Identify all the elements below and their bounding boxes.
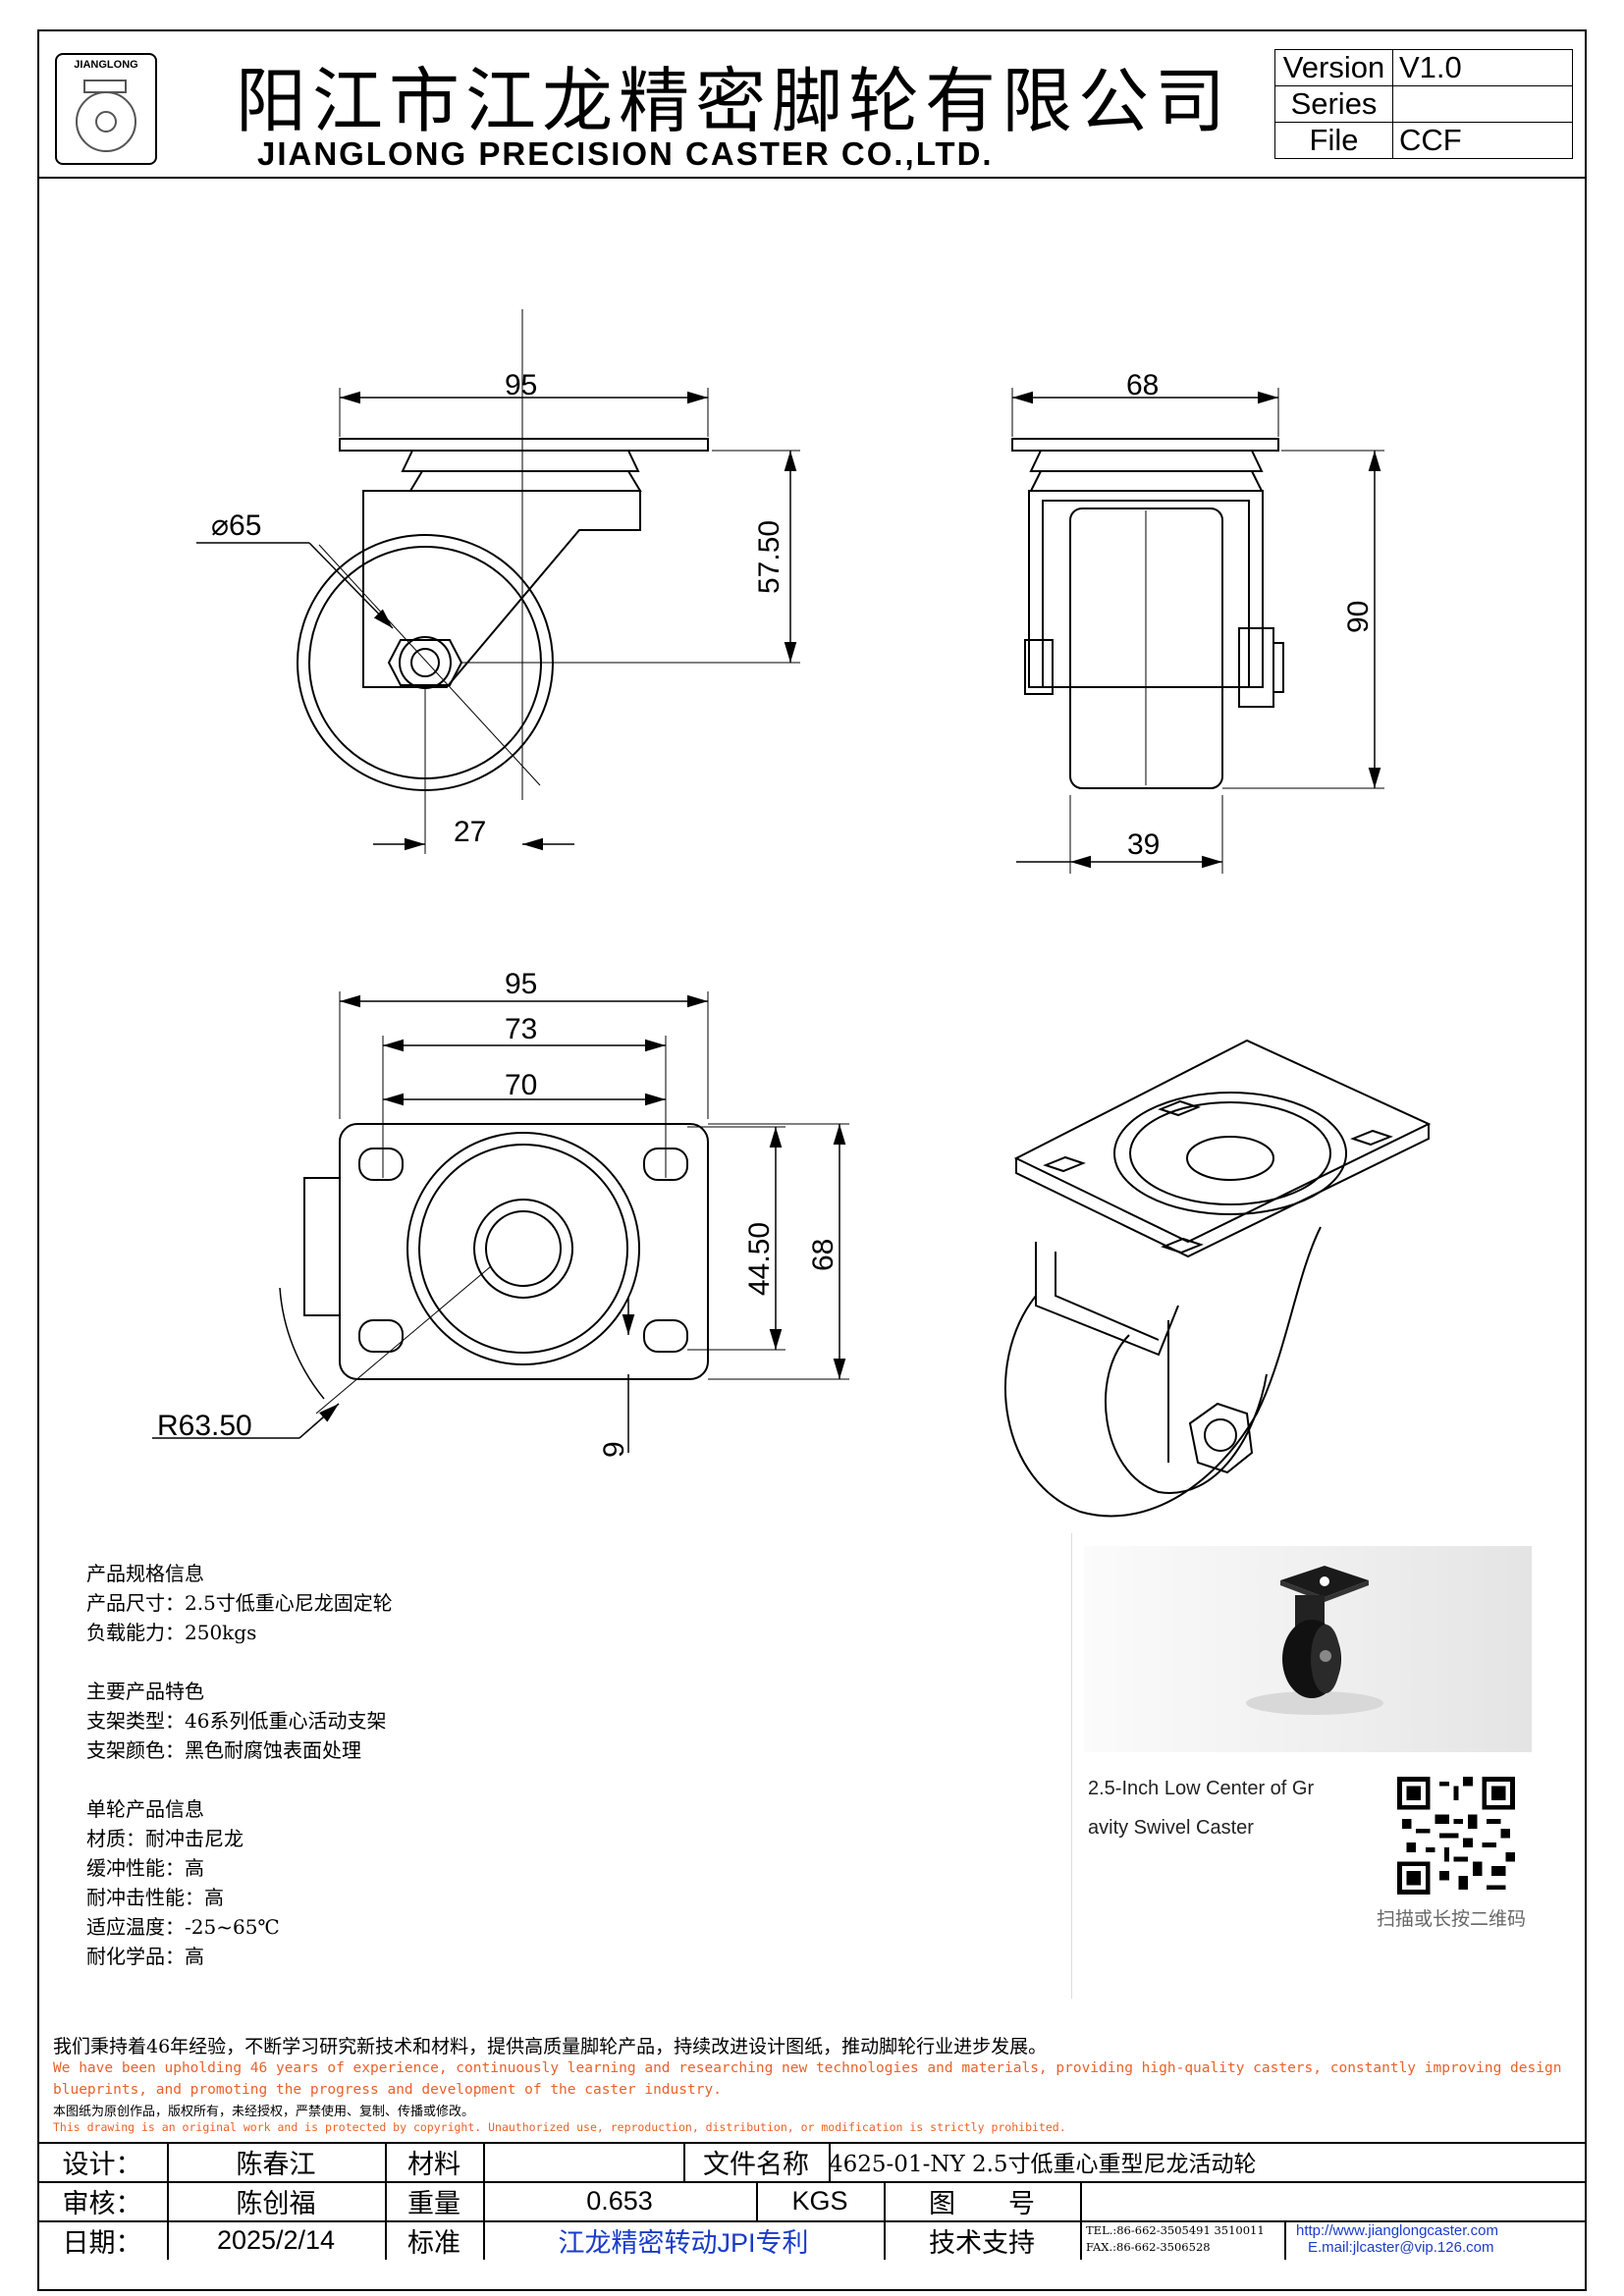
version-label: Version xyxy=(1274,49,1393,86)
caster-photo-icon xyxy=(1246,1566,1383,1715)
contact-web: http://www.jianglongcaster.com E.mail:jl… xyxy=(1296,2222,1581,2256)
footer-statement-en: We have been upholding 46 years of exper… xyxy=(53,2060,1562,2098)
dim-side-height: 57.50 xyxy=(753,520,785,594)
standard-label: 标准 xyxy=(407,2227,460,2258)
logo-text: JIANGLONG xyxy=(74,59,138,71)
qr-code-icon[interactable] xyxy=(1397,1777,1515,1895)
qr-label: 扫描或长按二维码 xyxy=(1377,1909,1527,1930)
product-card xyxy=(1071,1533,1547,1999)
contact-phone: TEL.:86-662-3505491 3510011 FAX.:86-662-… xyxy=(1086,2222,1282,2256)
product-caption: 2.5-Inch Low Center of Gravity Swivel Ca… xyxy=(1088,1778,1315,1839)
drawing-frame xyxy=(37,29,1587,2291)
review-label: 审核： xyxy=(62,2188,142,2218)
design-label: 设计： xyxy=(62,2149,142,2179)
material-value xyxy=(483,2142,683,2181)
top-view xyxy=(279,1123,709,1415)
dim-side-width: 95 xyxy=(505,369,537,401)
caster-logo-icon xyxy=(76,80,136,152)
product-photo xyxy=(1084,1546,1532,1752)
spec-bracket-color: 支架颜色：黑色耐腐蚀表面处理 xyxy=(86,1738,361,1762)
copyright-cn: 本图纸为原创作品，版权所有，未经授权，严禁使用、复制、传播或修改。 xyxy=(53,2105,475,2119)
date-value: 2025/2/14 xyxy=(216,2224,336,2255)
spec-list: 产品规格信息 产品尺寸：2.5寸低重心尼龙固定轮 负载能力：250kgs 主要产… xyxy=(86,1559,393,1971)
fax: FAX.:86-662-3506528 xyxy=(1086,2240,1211,2254)
review-value: 陈创福 xyxy=(236,2188,316,2218)
spec-cushion: 缓冲性能：高 xyxy=(86,1856,204,1880)
spec-material: 材质：耐冲击尼龙 xyxy=(86,1827,244,1850)
footer-statement-cn: 我们秉持着46年经验，不断学习研究新技术和材料，提供高质量脚轮产品，持续改进设计… xyxy=(53,2036,1048,2057)
iso-view xyxy=(1003,1039,1432,1518)
spec-size: 产品尺寸：2.5寸低重心尼龙固定轮 xyxy=(86,1591,393,1615)
dim-hole: 9 xyxy=(598,1441,630,1458)
file-value: CCF xyxy=(1392,122,1573,159)
weight-value: 0.653 xyxy=(586,2185,653,2216)
tel: TEL.:86-662-3505491 3510011 xyxy=(1086,2223,1265,2237)
dim-front-width: 68 xyxy=(1126,369,1159,401)
dim-offset: 27 xyxy=(454,816,486,848)
filename-label: 文件名称 xyxy=(703,2149,809,2179)
spec-load: 负载能力：250kgs xyxy=(86,1621,257,1644)
spec-temp: 适应温度：-25~65℃ xyxy=(86,1915,280,1939)
feature-title: 主要产品特色 xyxy=(86,1680,204,1703)
spec-chem: 耐化学品：高 xyxy=(86,1945,204,1968)
filename-value: 4625-01-NY 2.5寸低重心重型尼龙活动轮 xyxy=(829,2152,1257,2177)
company-name-cn: 阳江市江龙精密脚轮有限公司 xyxy=(236,60,1232,142)
front-view xyxy=(1011,438,1284,789)
spec-impact: 耐冲击性能：高 xyxy=(86,1886,224,1909)
dim-wheel-width: 39 xyxy=(1127,828,1160,861)
version-value: V1.0 xyxy=(1392,49,1573,86)
dim-top-plate-v: 68 xyxy=(807,1239,839,1271)
support-label: 技术支持 xyxy=(929,2227,1035,2258)
wheel-title: 单轮产品信息 xyxy=(86,1797,204,1821)
dim-top-bolt-v: 44.50 xyxy=(743,1222,776,1296)
spec-title: 产品规格信息 xyxy=(86,1562,204,1585)
material-label: 材料 xyxy=(407,2149,460,2179)
side-view xyxy=(297,309,709,800)
dim-top-bolt1: 73 xyxy=(505,1013,537,1045)
title-bar xyxy=(37,29,1587,179)
weight-label: 重量 xyxy=(407,2188,460,2218)
email-link[interactable]: E.mail:jlcaster@vip.126.com xyxy=(1308,2239,1494,2256)
date-label: 日期： xyxy=(62,2227,142,2258)
drawing-no-label: 图 号 xyxy=(929,2188,1035,2218)
dim-front-height: 90 xyxy=(1342,601,1375,633)
company-name-en: JIANGLONG PRECISION CASTER CO.,LTD. xyxy=(257,135,994,172)
series-label: Series xyxy=(1274,85,1393,123)
standard-value: 江龙精密转动JPI专利 xyxy=(558,2227,809,2258)
drawing-no-value xyxy=(1080,2181,1587,2220)
dim-top-plate: 95 xyxy=(505,968,537,1000)
dim-wheel-dia: ⌀65 xyxy=(211,509,261,542)
weight-unit: KGS xyxy=(791,2185,848,2216)
logo: JIANGLONG xyxy=(55,53,157,165)
dim-swivel-radius: R63.50 xyxy=(157,1410,252,1442)
file-label: File xyxy=(1274,122,1393,159)
series-value xyxy=(1392,85,1573,123)
website-link[interactable]: http://www.jianglongcaster.com xyxy=(1296,2222,1498,2239)
spec-bracket-type: 支架类型：46系列低重心活动支架 xyxy=(86,1709,387,1733)
copyright-en: This drawing is an original work and is … xyxy=(53,2120,1066,2134)
dim-top-bolt2: 70 xyxy=(505,1069,537,1101)
design-value: 陈春江 xyxy=(236,2149,316,2179)
